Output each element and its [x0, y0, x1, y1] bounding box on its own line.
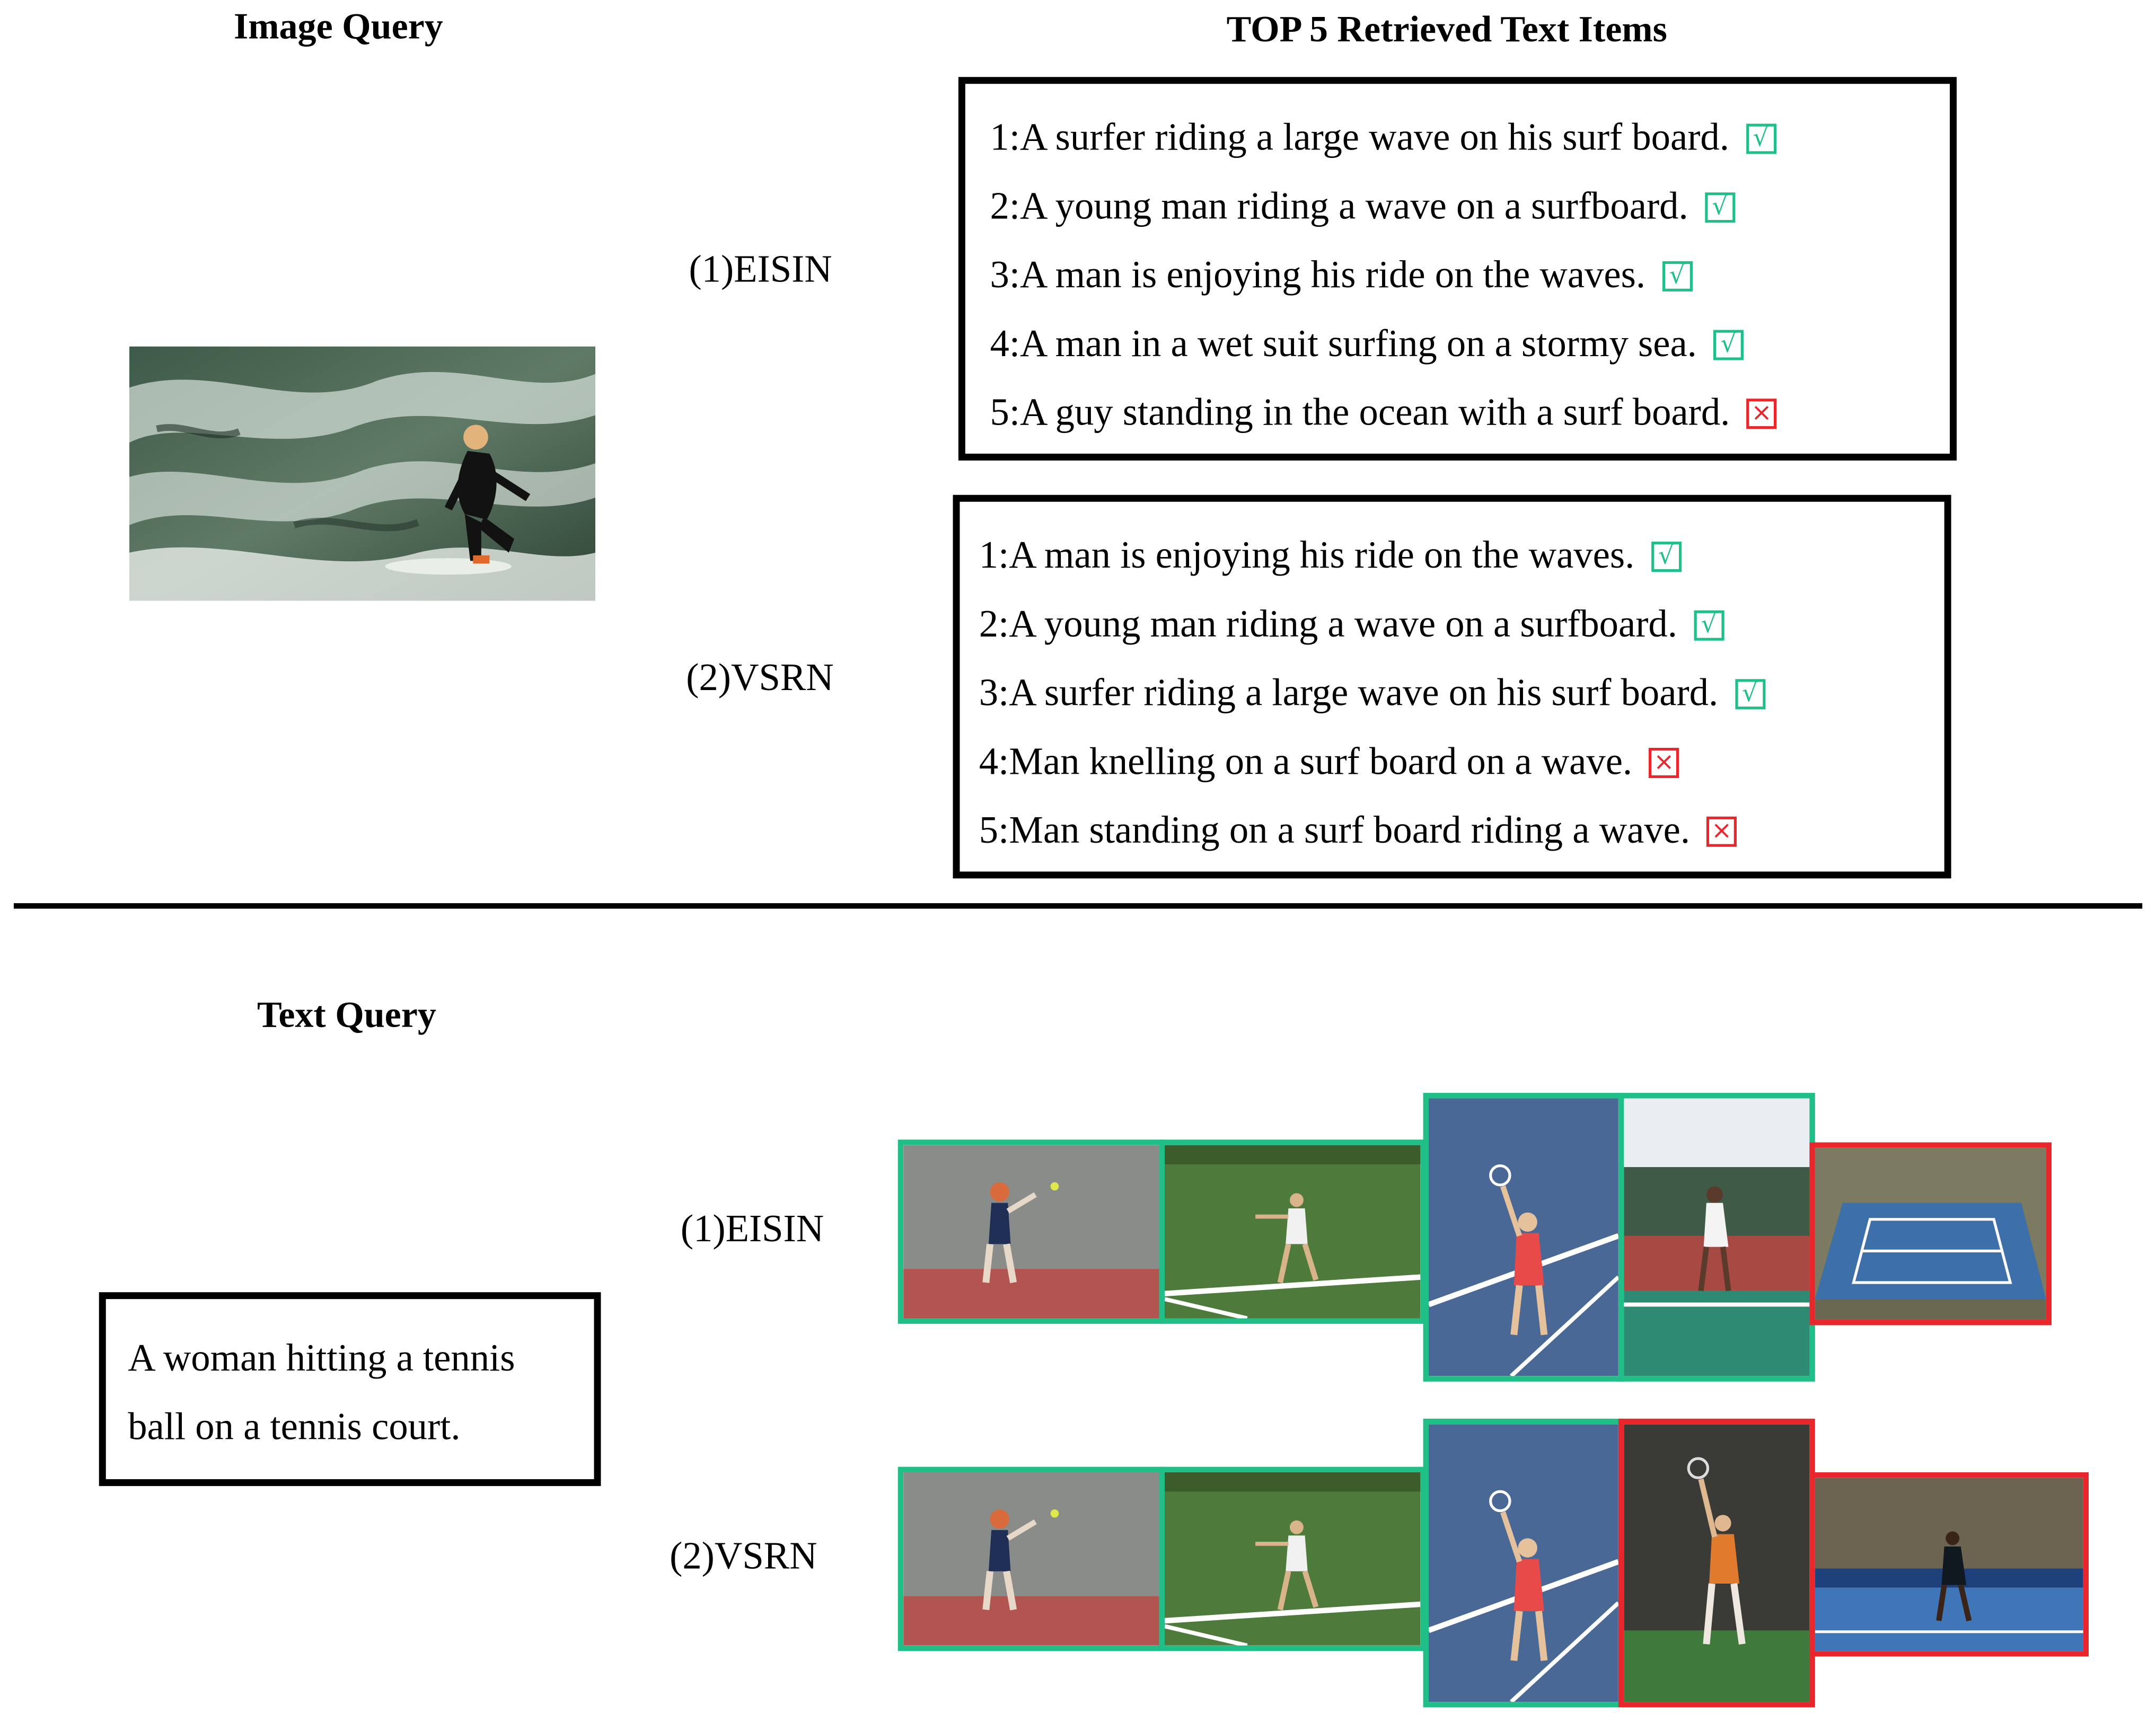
- result-text: 5:Man standing on a surf board riding a …: [979, 809, 1691, 853]
- check-box-icon: √: [1651, 541, 1682, 572]
- section-divider: [13, 903, 2143, 909]
- check-box-icon: √: [1746, 123, 1776, 154]
- result-text: 4:A man in a wet suit surfing on a storm…: [990, 323, 1697, 366]
- eisin-result-image-2: [1159, 1139, 1426, 1324]
- result-item: 4:A man in a wet suit surfing on a storm…: [990, 323, 1744, 367]
- result-text: 1:A surfer riding a large wave on his su…: [990, 117, 1729, 160]
- result-text: 5:A guy standing in the ocean with a sur…: [990, 392, 1730, 435]
- vsrn-result-image-1: [897, 1466, 1165, 1651]
- eisin-result-image-3: [1423, 1093, 1624, 1382]
- eisin-result-image-1: [897, 1139, 1165, 1324]
- top5-heading: TOP 5 Retrieved Text Items: [1226, 8, 1667, 50]
- result-text: 2:A young man riding a wave on a surfboa…: [979, 603, 1677, 647]
- result-text: 4:Man knelling on a surf board on a wave…: [979, 741, 1633, 784]
- check-box-icon: √: [1662, 261, 1693, 291]
- eisin-result-image-5: [1809, 1142, 2052, 1326]
- eisin-result-image-4: [1618, 1093, 1815, 1382]
- result-item: 1:A surfer riding a large wave on his su…: [990, 117, 1776, 161]
- eisin-text-results: 1:A surfer riding a large wave on his su…: [958, 77, 1957, 461]
- result-item: 3:A man is enjoying his ride on the wave…: [990, 254, 1693, 298]
- method-label-vsrn-i2t: (2)VSRN: [686, 657, 834, 700]
- surfer-scene: [129, 346, 596, 601]
- vsrn-text-results: 1:A man is enjoying his ride on the wave…: [953, 494, 1951, 879]
- text-query-line-1: A woman hitting a tennis: [128, 1337, 515, 1381]
- method-label-eisin-t2i: (1)EISIN: [680, 1208, 824, 1251]
- result-text: 3:A surfer riding a large wave on his su…: [979, 672, 1719, 715]
- text-query-heading: Text Query: [257, 994, 436, 1036]
- vsrn-result-image-3: [1423, 1418, 1624, 1708]
- vsrn-result-image-4: [1618, 1418, 1815, 1708]
- result-item: 4:Man knelling on a surf board on a wave…: [979, 741, 1679, 785]
- vsrn-result-image-2: [1159, 1466, 1426, 1651]
- cross-box-icon: ×: [1649, 748, 1679, 779]
- text-query-line-2: ball on a tennis court.: [128, 1406, 461, 1449]
- check-box-icon: √: [1713, 330, 1744, 360]
- query-image-surfer: [129, 346, 596, 601]
- text-query-box: A woman hitting a tennis ball on a tenni…: [99, 1292, 601, 1486]
- result-text: 2:A young man riding a wave on a surfboa…: [990, 185, 1688, 228]
- result-item: 5:A guy standing in the ocean with a sur…: [990, 392, 1777, 436]
- result-item: 2:A young man riding a wave on a surfboa…: [990, 185, 1735, 229]
- result-item: 2:A young man riding a wave on a surfboa…: [979, 604, 1724, 648]
- result-item: 1:A man is enjoying his ride on the wave…: [979, 535, 1682, 579]
- image-query-heading: Image Query: [233, 5, 443, 47]
- method-label-eisin-i2t: (1)EISIN: [689, 249, 832, 291]
- check-box-icon: √: [1693, 610, 1724, 641]
- check-box-icon: √: [1735, 679, 1765, 710]
- result-text: 3:A man is enjoying his ride on the wave…: [990, 254, 1646, 297]
- method-label-vsrn-t2i: (2)VSRN: [670, 1535, 817, 1578]
- result-text: 1:A man is enjoying his ride on the wave…: [979, 534, 1635, 578]
- result-item: 3:A surfer riding a large wave on his su…: [979, 672, 1765, 716]
- vsrn-result-image-5: [1809, 1472, 2089, 1657]
- cross-box-icon: ×: [1706, 816, 1737, 847]
- result-item: 5:Man standing on a surf board riding a …: [979, 810, 1737, 854]
- check-box-icon: √: [1704, 192, 1735, 223]
- cross-box-icon: ×: [1746, 399, 1777, 429]
